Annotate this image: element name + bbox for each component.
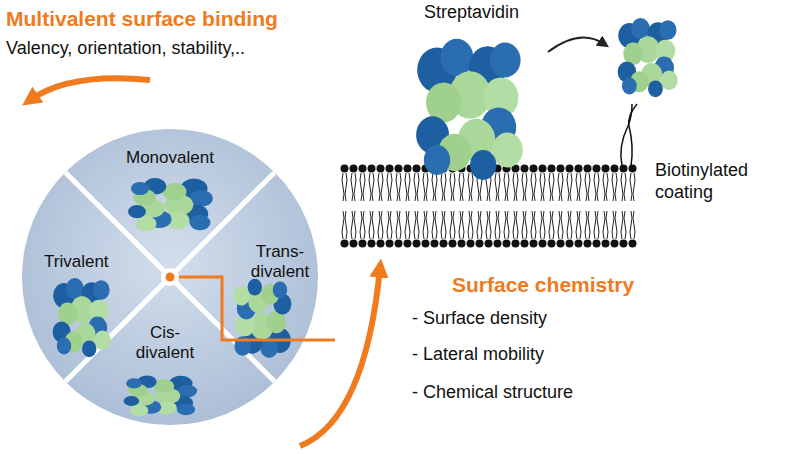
quadrant-text: Trans-divalent — [244, 242, 316, 283]
text-label: - Chemical structure — [412, 382, 573, 404]
text-label: - Lateral mobility — [412, 344, 544, 366]
quadrant-text: Trivalent — [44, 252, 109, 272]
quadrant-text: Monovalent — [126, 148, 214, 168]
quadrant-label: Trans-divalent — [241, 240, 319, 285]
text-label: Valency, orientation, stability,.. — [6, 38, 245, 60]
text-label: Streptavidin — [424, 2, 519, 24]
quadrant-label: Trivalent — [41, 250, 112, 274]
text-label: Biotinylated coating — [655, 160, 780, 203]
text-label: - Surface density — [412, 308, 547, 330]
quadrant-label: Cis-divalent — [126, 321, 204, 366]
heading-label: Surface chemistry — [452, 272, 634, 297]
quadrant-text: Cis-divalent — [129, 323, 201, 364]
heading-label: Multivalent surface binding — [6, 6, 278, 31]
quadrant-label: Monovalent — [123, 146, 217, 170]
